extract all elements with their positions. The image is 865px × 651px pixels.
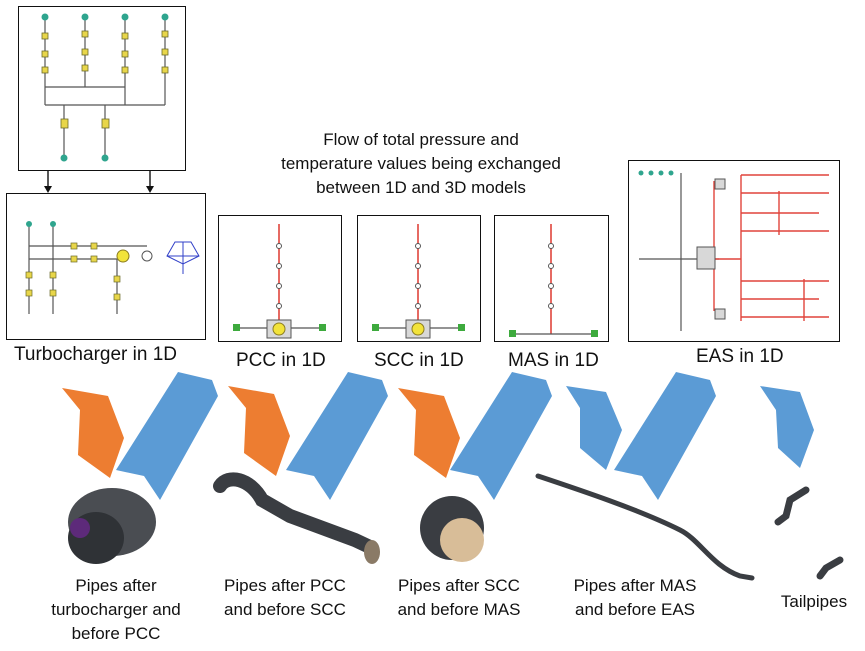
flow-note-line-1: Flow of total pressure and (323, 130, 519, 149)
flow-note-line-3: between 1D and 3D models (316, 178, 526, 197)
blue-arrow-6 (760, 386, 814, 468)
caption-pipes-mas: Pipes after MAS and before EAS (560, 574, 710, 622)
caption-pipes-scc: Pipes after SCC and before MAS (384, 574, 534, 622)
pipe-turbocharger (68, 488, 156, 564)
scc-1d-panel (357, 215, 481, 342)
blue-arrow-1 (116, 372, 218, 500)
caption-line: Pipes after PCC (224, 576, 346, 595)
mas-label: MAS in 1D (508, 350, 599, 371)
caption-pipes-turbocharger: Pipes after turbocharger and before PCC (46, 574, 186, 646)
caption-line: Tailpipes (780, 592, 848, 611)
caption-pipes-pcc: Pipes after PCC and before SCC (210, 574, 360, 622)
turbocharger-1d-panel (6, 193, 206, 340)
caption-line: Pipes after SCC (398, 576, 520, 595)
tailpipes (774, 486, 844, 580)
mas-1d-schematic (509, 224, 598, 337)
pcc-1d-panel (218, 215, 342, 342)
eas-1d-panel (628, 160, 840, 342)
blue-arrow-3 (450, 372, 552, 500)
caption-line: Pipes after (75, 576, 157, 595)
blue-arrow-2 (286, 372, 388, 500)
pipe-after-scc (420, 496, 484, 562)
scc-label: SCC in 1D (374, 350, 464, 371)
caption-line: and before MAS (397, 600, 521, 619)
pipe-after-pcc (213, 472, 380, 564)
caption-line: Pipes after MAS (573, 576, 697, 595)
orange-arrow-1 (62, 388, 124, 478)
mas-1d-panel (494, 215, 609, 342)
pcc-1d-schematic (233, 224, 326, 339)
eas-1d-schematic (638, 170, 829, 331)
caption-line: and before EAS (574, 600, 696, 619)
pipe-after-mas (535, 473, 755, 581)
orange-arrow-3 (398, 388, 460, 478)
caption-line: turbocharger and (51, 600, 181, 619)
pcc-label: PCC in 1D (236, 350, 326, 371)
blue-arrow-5 (614, 372, 716, 500)
engine-schematic (41, 13, 169, 162)
flow-note: Flow of total pressure and temperature v… (238, 128, 604, 200)
caption-line: and before SCC (224, 600, 346, 619)
eas-label: EAS in 1D (696, 346, 784, 367)
scc-1d-schematic (372, 224, 465, 339)
caption-tailpipes: Tailpipes (772, 590, 856, 614)
caption-line: before PCC (71, 624, 161, 643)
turbocharger-1d-schematic (25, 221, 200, 314)
flow-note-line-2: temperature values being exchanged (281, 154, 561, 173)
turbocharger-label: Turbocharger in 1D (14, 344, 177, 365)
engine-schematic-panel (18, 6, 186, 171)
orange-arrow-2 (228, 386, 290, 476)
blue-arrow-4 (566, 386, 622, 470)
